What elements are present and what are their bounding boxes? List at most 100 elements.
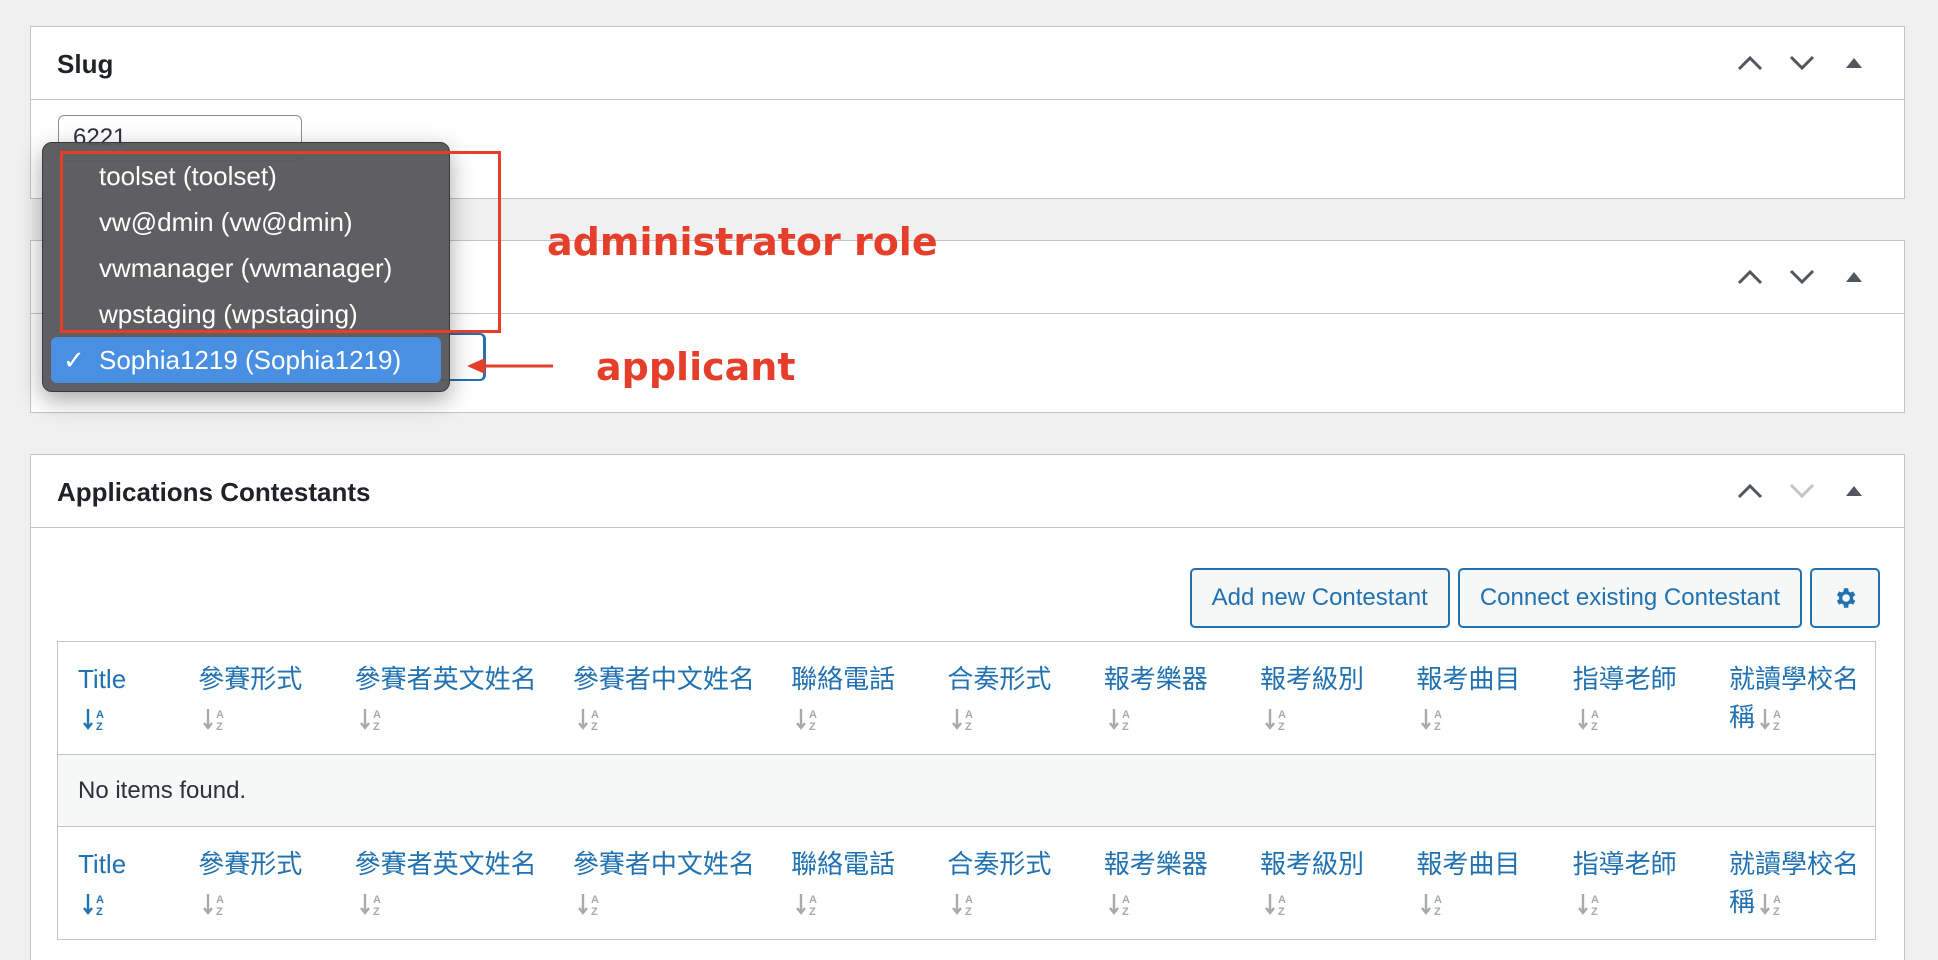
svg-text:Z: Z [1122, 721, 1129, 732]
column-label: 合奏形式 [947, 664, 1052, 694]
svg-text:A: A [965, 709, 973, 721]
svg-text:A: A [591, 709, 599, 721]
svg-text:Z: Z [1434, 721, 1441, 732]
svg-text:A: A [1591, 894, 1599, 906]
dropdown-option-toolset[interactable]: toolset (toolset) [99, 161, 277, 191]
svg-text:Z: Z [373, 721, 380, 732]
svg-text:A: A [591, 894, 599, 906]
svg-text:A: A [1278, 894, 1286, 906]
sort-icon: AZ [1421, 709, 1442, 732]
dropdown-option-vwmanager[interactable]: vwmanager (vwmanager) [99, 253, 393, 283]
svg-text:Z: Z [216, 721, 223, 732]
dropdown-option-wpstaging[interactable]: wpstaging (wpstaging) [99, 299, 358, 329]
dropdown-option-vwdmin[interactable]: vw@dmin (vw@dmin) [99, 207, 353, 237]
svg-text:Z: Z [96, 906, 103, 917]
svg-text:Z: Z [1773, 721, 1780, 732]
collapse-toggle-icon[interactable] [1828, 473, 1880, 509]
svg-text:Z: Z [1773, 906, 1780, 917]
move-up-icon[interactable] [1724, 259, 1776, 295]
dropdown-option-selected[interactable]: ✓ Sophia1219 (Sophia1219) [51, 337, 441, 383]
column-label: 參賽形式 [198, 849, 303, 879]
sort-icon: AZ [1108, 894, 1130, 917]
svg-text:A: A [96, 709, 104, 721]
collapse-toggle-icon[interactable] [1828, 45, 1880, 81]
move-up-icon[interactable] [1724, 45, 1776, 81]
svg-text:Z: Z [1122, 906, 1129, 917]
column-label: 報考曲目 [1416, 664, 1521, 694]
author-dropdown-menu: toolset (toolset) vw@dmin (vw@dmin) vwma… [42, 142, 450, 392]
svg-text:A: A [1122, 709, 1130, 721]
column-label: 就讀學校名稱 [1728, 664, 1859, 732]
sort-icon: AZ [83, 894, 104, 917]
svg-text:A: A [216, 894, 224, 906]
svg-text:A: A [1122, 894, 1130, 906]
sort-icon: AZ [1265, 894, 1286, 917]
add-new-contestant-button[interactable]: Add new Contestant [1189, 568, 1450, 628]
svg-text:Z: Z [1278, 721, 1285, 732]
svg-text:A: A [1278, 709, 1286, 721]
contestants-metabox: Applications Contestants Add new Contest… [30, 454, 1905, 960]
move-up-icon[interactable] [1724, 473, 1776, 509]
svg-text:Z: Z [965, 906, 972, 917]
svg-text:Z: Z [373, 906, 380, 917]
table-row: No items found. [57, 754, 1876, 827]
sort-icon: AZ [83, 709, 104, 732]
svg-text:Z: Z [809, 721, 816, 732]
slug-metabox-title: Slug [57, 49, 114, 79]
contestants-metabox-title: Applications Contestants [57, 477, 371, 507]
annotation-admin-role: administrator role [547, 220, 938, 264]
connect-existing-contestant-button[interactable]: Connect existing Contestant [1457, 568, 1802, 628]
sort-icon: AZ [796, 894, 817, 917]
svg-text:Z: Z [1591, 721, 1598, 732]
sort-icon: AZ [952, 894, 973, 917]
gear-icon [1836, 588, 1856, 608]
sort-icon: AZ [796, 709, 817, 732]
column-label: 就讀學校名稱 [1728, 849, 1859, 917]
svg-text:A: A [809, 709, 817, 721]
move-down-icon[interactable] [1776, 259, 1828, 295]
svg-text:A: A [373, 709, 381, 721]
sort-icon: AZ [203, 709, 224, 732]
settings-button[interactable] [1810, 568, 1880, 628]
contestants-metabox-header: Applications Contestants [31, 455, 1904, 528]
svg-text:Z: Z [965, 721, 972, 732]
svg-text:A: A [809, 894, 817, 906]
column-label: 指導老師 [1572, 664, 1677, 694]
sort-icon: AZ [1577, 709, 1599, 732]
move-down-icon[interactable] [1776, 45, 1828, 81]
svg-text:A: A [1434, 709, 1442, 721]
annotation-applicant: applicant [596, 345, 796, 389]
sort-icon: AZ [359, 894, 381, 917]
column-label: 報考樂器 [1103, 664, 1208, 694]
column-label: 報考級別 [1260, 664, 1365, 694]
sort-icon: AZ [1577, 894, 1599, 917]
column-label: 參賽者中文姓名 [572, 849, 755, 879]
collapse-toggle-icon[interactable] [1828, 259, 1880, 295]
column-label: 聯絡電話 [791, 664, 896, 694]
